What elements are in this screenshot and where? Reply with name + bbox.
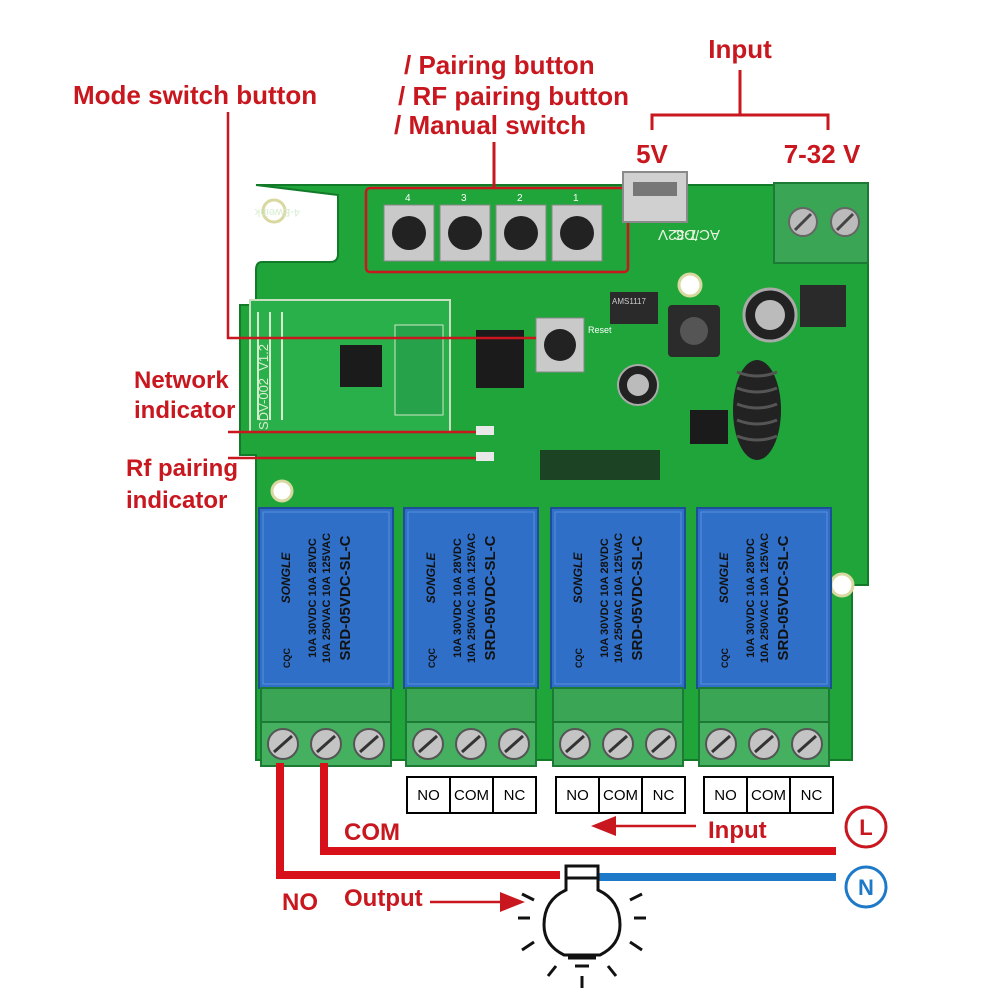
light-bulb-icon xyxy=(518,864,646,988)
relay-rating-text: 10A 30VDC 10A 28VDC xyxy=(745,538,757,658)
terminal-label-group-4: NO COM NC xyxy=(703,776,834,814)
manual-switch-label: / Manual switch xyxy=(394,110,586,140)
screw-terminal-2 xyxy=(405,687,537,767)
power-terminal xyxy=(773,182,869,264)
btn-num-1: 1 xyxy=(573,193,579,204)
annotation-lines xyxy=(226,70,830,912)
L-label: L xyxy=(859,815,872,840)
reset-silk: Reset xyxy=(588,325,612,335)
relay-brand-text: SONGLE xyxy=(424,552,438,604)
acdc-silk: AC/DC xyxy=(673,226,720,243)
relay-rating-text: 10A 250VAC 10A 125VAC xyxy=(613,533,625,663)
terminal-label-group-2: NO COM NC xyxy=(406,776,537,814)
relay-cqc-text: CQC xyxy=(720,648,730,669)
relay-cqc-text: CQC xyxy=(427,648,437,669)
relay-model-text: SRD-05VDC-SL-C xyxy=(482,535,499,660)
line-L-badge: L xyxy=(844,805,888,849)
relay-cqc-text: CQC xyxy=(574,648,584,669)
relay-model-text: SRD-05VDC-SL-C xyxy=(337,535,354,660)
button-row: 4 3 2 1 xyxy=(364,186,630,274)
relay-rating-text: 10A 250VAC 10A 125VAC xyxy=(466,533,478,663)
components: AMS1117 xyxy=(476,285,846,480)
terminal-no: NO xyxy=(408,778,451,812)
rf-indicator-label-1: Rf pairing xyxy=(126,455,238,482)
usb-port xyxy=(622,171,688,223)
rf-indicator-label-2: indicator xyxy=(126,487,227,514)
push-button-2[interactable] xyxy=(495,204,547,262)
push-button-3[interactable] xyxy=(439,204,491,262)
terminal-nc: NC xyxy=(800,786,823,804)
pairing-button-label: / Pairing button xyxy=(404,50,595,80)
relay-cqc-text: CQC xyxy=(282,648,292,669)
7-32v-label: 7-32 V xyxy=(784,139,861,169)
relay-rating-text: 10A 30VDC 10A 28VDC xyxy=(452,538,464,658)
com-label: COM xyxy=(344,819,400,846)
volt-silk: 7-32V xyxy=(658,226,698,243)
relay-model-text: SRD-05VDC-SL-C xyxy=(629,535,646,660)
screw-terminal-1 xyxy=(260,687,392,767)
input-top-label: Input xyxy=(708,34,772,64)
relay-brand-text: SONGLE xyxy=(571,552,585,604)
mode-switch-button[interactable]: Reset xyxy=(535,317,612,373)
push-button-4[interactable] xyxy=(383,204,435,262)
model-silk: SDV-002_V1.2 xyxy=(256,344,271,430)
input-bottom-label: Input xyxy=(708,817,767,844)
rf-pairing-button-label: / RF pairing button xyxy=(398,81,629,111)
output-label: Output xyxy=(344,885,423,912)
terminal-com: COM xyxy=(451,778,494,812)
relay-rating-text: 10A 30VDC 10A 28VDC xyxy=(599,538,611,658)
wifi-module: SDV-002_V1.2 xyxy=(249,299,451,433)
relay-brand-text: SONGLE xyxy=(279,552,293,604)
terminal-com: COM xyxy=(748,778,791,812)
push-button-1[interactable] xyxy=(551,204,603,262)
5v-label: 5V xyxy=(636,139,668,169)
wiring xyxy=(276,763,836,881)
terminal-com: COM xyxy=(600,778,643,812)
btn-num-4: 4 xyxy=(405,193,411,204)
relay-rating-text: 10A 250VAC 10A 125VAC xyxy=(321,533,333,663)
btn-num-2: 2 xyxy=(517,193,523,204)
network-indicator-label-2: indicator xyxy=(134,397,235,424)
no-label: NO xyxy=(282,889,318,916)
relay-model-text: SRD-05VDC-SL-C xyxy=(775,535,792,660)
output-terminals xyxy=(260,687,830,767)
terminal-nc: NC xyxy=(652,786,675,804)
relay-brand-text: SONGLE xyxy=(717,552,731,604)
terminal-no: NO xyxy=(557,778,600,812)
terminal-no: NO xyxy=(705,778,748,812)
terminal-label-group-3: NO COM NC xyxy=(555,776,686,814)
brand-silk: 4-Eweink xyxy=(254,206,300,218)
relay-rating-text: 10A 30VDC 10A 28VDC xyxy=(307,538,319,658)
network-indicator-label-1: Network xyxy=(134,367,229,394)
btn-num-3: 3 xyxy=(461,193,467,204)
neutral-N-badge: N xyxy=(844,865,888,909)
screw-terminal-4 xyxy=(698,687,830,767)
screw-terminal-3 xyxy=(552,687,684,767)
relay-rating-text: 10A 250VAC 10A 125VAC xyxy=(759,533,771,663)
ams-silk: AMS1117 xyxy=(612,297,646,306)
mode-switch-label: Mode switch button xyxy=(73,80,317,110)
N-label: N xyxy=(858,875,874,900)
terminal-nc: NC xyxy=(503,786,526,804)
